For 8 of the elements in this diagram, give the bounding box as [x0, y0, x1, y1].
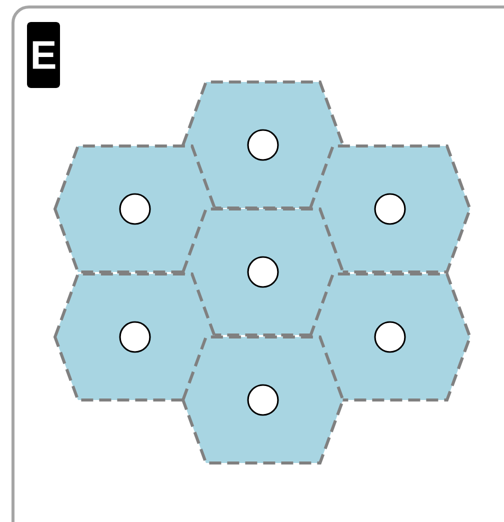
circle	[119, 321, 151, 353]
circle	[247, 256, 279, 288]
circle	[374, 321, 406, 353]
circle	[119, 193, 151, 225]
circle	[247, 384, 279, 416]
panel-label: E	[27, 22, 60, 88]
circle	[374, 193, 406, 225]
circle	[247, 129, 279, 161]
